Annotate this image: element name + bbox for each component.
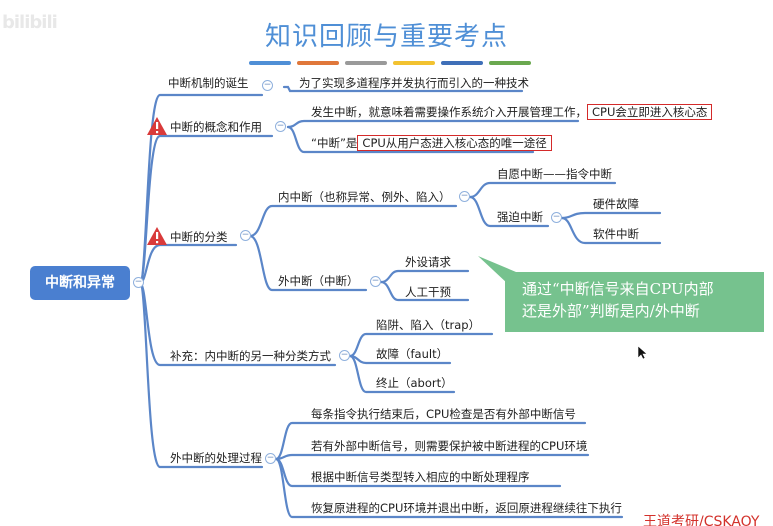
connector-root <box>138 281 264 469</box>
connector-internal <box>468 195 550 228</box>
connector-origin <box>282 85 524 93</box>
external-interrupt[interactable]: 外中断（中断） <box>278 274 359 288</box>
forced-child[interactable]: 软件中断 <box>593 227 639 241</box>
connector-root <box>138 243 238 285</box>
page-title: 知识回顾与重要考点 <box>264 22 508 52</box>
connector-internal <box>468 181 617 199</box>
connector-handling <box>274 421 587 461</box>
concept-item[interactable]: 发生中断，就意味着需要操作系统介入开展管理工作，CPU会立即进入核心态 <box>311 104 713 120</box>
collapse-toggle[interactable]: − <box>370 276 381 287</box>
forced-interrupt[interactable]: 强迫中断 <box>497 210 543 224</box>
branch-supplement[interactable]: 补充：内中断的另一种分类方式 <box>170 349 331 363</box>
callout-note: 通过“中断信号来自CPU内部 还是外部”判断是内/外中断 <box>505 272 764 332</box>
connector-class <box>248 204 458 238</box>
collapse-toggle[interactable]: − <box>275 121 286 132</box>
collapse-toggle[interactable]: − <box>551 212 562 223</box>
connector-external <box>379 280 470 302</box>
strip-segment <box>297 61 339 65</box>
highlight-box: CPU从用户态进入核心态的唯一途径 <box>357 135 552 151</box>
external-child[interactable]: 人工干预 <box>405 285 451 299</box>
branch-concept[interactable]: 中断的概念和作用 <box>170 120 262 134</box>
collapse-toggle[interactable]: − <box>240 230 251 241</box>
strip-segment <box>441 61 483 65</box>
collapse-toggle[interactable]: − <box>265 453 276 464</box>
voluntary-interrupt[interactable]: 自愿中断——指令中断 <box>497 167 612 181</box>
concept-item-text: 发生中断，就意味着需要操作系统介入开展管理工作， <box>311 105 587 119</box>
handling-step[interactable]: 若有外部中断信号，则需要保护被中断进程的CPU环境 <box>311 439 588 453</box>
handling-step[interactable]: 每条指令执行结束后，CPU检查是否有外部中断信号 <box>311 407 576 421</box>
connector-external <box>379 269 470 284</box>
connector-forced <box>560 211 662 220</box>
title-color-strip <box>249 61 531 65</box>
collapse-toggle[interactable]: − <box>339 350 350 361</box>
bilibili-logo: bilibili <box>2 12 58 33</box>
concept-item-text: “中断”是 <box>311 136 358 150</box>
connector-root <box>138 134 274 285</box>
connector-supplement <box>348 354 456 394</box>
strip-segment <box>345 61 387 65</box>
watermark: 王道考研/CSKAOY <box>643 514 760 526</box>
root-node[interactable]: 中断和异常 <box>30 266 130 300</box>
origin-detail[interactable]: 为了实现多道程序并发执行而引入的一种技术 <box>299 76 529 90</box>
strip-segment <box>393 61 435 65</box>
callout-line: 通过“中断信号来自CPU内部 <box>522 280 714 298</box>
connector-handling <box>274 457 624 519</box>
collapse-toggle[interactable]: − <box>133 277 144 288</box>
handling-step[interactable]: 根据中断信号类型转入相应的中断处理程序 <box>311 470 530 484</box>
connector-forced <box>560 216 662 245</box>
branch-handling[interactable]: 外中断的处理过程 <box>170 451 262 465</box>
internal-interrupt[interactable]: 内中断（也称异常、例外、陷入） <box>278 190 451 204</box>
branch-origin[interactable]: 中断机制的诞生 <box>168 76 249 90</box>
supplement-child[interactable]: 陷阱、陷入（trap） <box>376 318 481 332</box>
external-child[interactable]: 外设请求 <box>405 255 451 269</box>
handling-step[interactable]: 恢复原进程的CPU环境并退出中断，返回原进程继续往下执行 <box>311 501 622 515</box>
branch-classification[interactable]: 中断的分类 <box>170 230 228 244</box>
connector-class <box>248 234 368 292</box>
forced-child[interactable]: 硬件故障 <box>593 197 639 211</box>
connector-handling <box>274 453 590 461</box>
connector-concept <box>286 125 535 154</box>
callout-line: 还是外部”判断是内/外中断 <box>522 302 700 320</box>
collapse-toggle[interactable]: − <box>262 80 273 91</box>
supplement-child[interactable]: 故障（fault） <box>376 347 449 361</box>
strip-segment <box>489 61 531 65</box>
highlight-box: CPU会立即进入核心态 <box>587 104 713 120</box>
strip-segment <box>249 61 291 65</box>
mouse-pointer-icon <box>638 346 648 360</box>
collapse-toggle[interactable]: − <box>459 191 470 202</box>
supplement-child[interactable]: 终止（abort） <box>376 376 453 390</box>
connector-concept <box>286 119 580 129</box>
